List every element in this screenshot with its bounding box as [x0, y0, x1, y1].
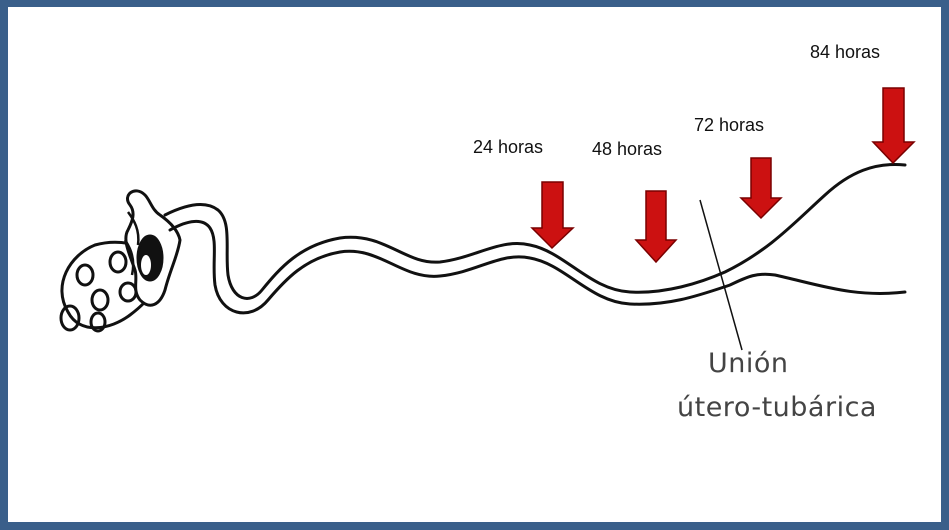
label-84-horas: 84 horas	[810, 42, 880, 63]
label-48-horas: 48 horas	[592, 139, 662, 160]
arrow-24h	[532, 182, 573, 248]
junction-label-line2: útero-tubárica	[677, 392, 877, 423]
label-72-horas: 72 horas	[694, 115, 764, 136]
oviduct-tube	[165, 164, 905, 312]
arrow-48h	[636, 191, 676, 262]
junction-pointer-line	[700, 200, 742, 350]
label-24-horas: 24 horas	[473, 137, 543, 158]
junction-label-line1: Unión	[708, 348, 789, 379]
arrow-72h	[741, 158, 781, 218]
arrow-84h	[873, 88, 914, 163]
